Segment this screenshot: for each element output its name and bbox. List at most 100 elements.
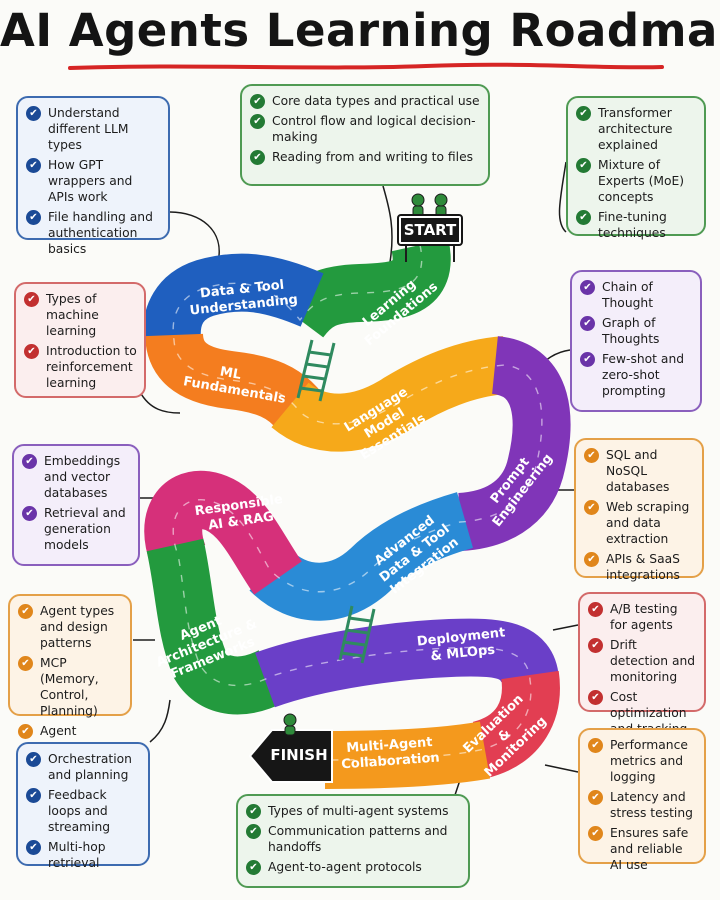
checklist-item: ✔ Types of multi-agent systems bbox=[246, 803, 461, 819]
check-icon: ✔ bbox=[246, 860, 261, 875]
check-icon: ✔ bbox=[26, 840, 41, 855]
checklist-item-text: A/B testing for agents bbox=[610, 602, 678, 632]
check-icon: ✔ bbox=[576, 106, 591, 121]
check-icon: ✔ bbox=[18, 656, 33, 671]
person-icon bbox=[283, 713, 297, 736]
road-segment-multi-agent bbox=[324, 721, 491, 789]
finish-label: FINISH bbox=[270, 746, 328, 764]
checklist-item: ✔ Retrieval and generation models bbox=[22, 505, 131, 553]
start-sign: START bbox=[397, 214, 463, 246]
check-icon: ✔ bbox=[588, 602, 603, 617]
checklist-item-text: Orchestration and planning bbox=[48, 752, 132, 782]
box-agent-types: ✔ Agent types and design patterns ✔ MCP (Me… bbox=[8, 594, 132, 770]
road-segment-data-tool bbox=[142, 253, 324, 343]
check-icon: ✔ bbox=[584, 448, 599, 463]
check-icon: ✔ bbox=[18, 604, 33, 619]
start-sign-posts bbox=[405, 244, 455, 262]
box-mlops: ✔ A/B testing for agents ✔ Drift detection … bbox=[578, 592, 706, 736]
checklist-item-text: Control flow and logical decision-making bbox=[272, 114, 476, 144]
checklist-item: ✔Communication patterns and handoffs bbox=[246, 823, 461, 855]
box-foundations: ✔Core data types and practical use✔Contr… bbox=[240, 84, 490, 186]
checklist-item-text: Communication patterns and handoffs bbox=[268, 824, 448, 854]
box-performance: ✔Performance metrics and logging✔Latency… bbox=[578, 728, 706, 872]
checklist-item: ✔ Few-shot and zero-shot prompting bbox=[580, 351, 693, 399]
box-reasoning: ✔ Chain of Thought ✔ Graph of Thoughts ✔ Few-… bbox=[570, 270, 702, 412]
check-icon: ✔ bbox=[24, 344, 39, 359]
box-data-sources: ✔ SQL and NoSQL databases ✔ Web scraping an… bbox=[574, 438, 704, 582]
check-icon: ✔ bbox=[250, 150, 265, 165]
checklist-item: ✔Types of machine learning bbox=[24, 291, 137, 339]
road-segment-deployment bbox=[255, 618, 559, 708]
checklist-item: ✔Embeddings and vector databases bbox=[22, 453, 131, 501]
title-underline bbox=[68, 62, 664, 70]
check-icon: ✔ bbox=[588, 690, 603, 705]
check-icon: ✔ bbox=[588, 638, 603, 653]
checklist-item-text: SQL and NoSQL databases bbox=[606, 448, 670, 494]
ladder-icon bbox=[338, 605, 376, 664]
checklist-item-text: Ensures safe and reliable AI use bbox=[610, 826, 689, 872]
checklist-item-text: Types of multi-agent systems bbox=[268, 804, 449, 818]
check-icon: ✔ bbox=[18, 724, 33, 739]
checklist-item-text: How GPT wrappers and APIs work bbox=[48, 158, 133, 204]
checklist-item-text: Feedback loops and streaming bbox=[48, 788, 111, 834]
box-embeddings: ✔Embeddings and vector databases✔Retriev… bbox=[12, 444, 140, 566]
checklist-item-text: MCP (Memory, Control, Planning) bbox=[40, 656, 99, 718]
check-icon: ✔ bbox=[22, 506, 37, 521]
check-icon: ✔ bbox=[580, 316, 595, 331]
finish-arrow bbox=[248, 729, 333, 783]
check-icon: ✔ bbox=[26, 158, 41, 173]
checklist-item-text: Agent types and design patterns bbox=[40, 604, 115, 650]
check-icon: ✔ bbox=[246, 804, 261, 819]
checklist-item: ✔ How GPT wrappers and APIs work bbox=[26, 157, 161, 205]
check-icon: ✔ bbox=[250, 94, 265, 109]
checklist-item: ✔ Agent-to-agent protocols bbox=[246, 859, 461, 875]
checklist-item-text: Introduction to reinforcement learning bbox=[46, 344, 137, 390]
checklist-item-text: Fine-tuning techniques bbox=[598, 210, 667, 240]
checklist-item: ✔Multi-hop retrieval bbox=[26, 839, 141, 871]
check-icon: ✔ bbox=[576, 210, 591, 225]
box-transformer: ✔ Transformer architecture explained ✔ Mixt… bbox=[566, 96, 706, 240]
check-icon: ✔ bbox=[26, 106, 41, 121]
checklist-item-text: File handling and authentication basics bbox=[48, 210, 153, 256]
checklist-item: ✔ Drift detection and monitoring bbox=[588, 637, 697, 685]
checklist-item-text: Chain of Thought bbox=[602, 280, 654, 310]
check-icon: ✔ bbox=[588, 826, 603, 841]
checklist-item-text: Reading from and writing to files bbox=[272, 150, 474, 164]
check-icon: ✔ bbox=[576, 158, 591, 173]
checklist-item-text: Few-shot and zero-shot prompting bbox=[602, 352, 685, 398]
check-icon: ✔ bbox=[24, 292, 39, 307]
checklist-item: ✔ Control flow and logical decision-makin… bbox=[250, 113, 481, 145]
check-icon: ✔ bbox=[584, 500, 599, 515]
people-icon bbox=[411, 193, 448, 219]
box-orchestration: ✔ Orchestration and planning ✔ Feedback loo… bbox=[16, 742, 150, 870]
checklist-item-text: Graph of Thoughts bbox=[602, 316, 660, 346]
checklist-item-text: Web scraping and data extraction bbox=[606, 500, 690, 546]
checklist-item-text: Drift detection and monitoring bbox=[610, 638, 696, 684]
check-icon: ✔ bbox=[22, 454, 37, 469]
road-segment-responsible-ai bbox=[144, 470, 303, 595]
checklist-item-text: Agent-to-agent protocols bbox=[268, 860, 422, 874]
box-llm-types: ✔Understand different LLM types✔How GPT … bbox=[16, 96, 170, 256]
checklist-item: ✔File handling and authentication basics bbox=[26, 209, 161, 257]
checklist-item-text: Mixture of Experts (MoE) concepts bbox=[598, 158, 685, 204]
checklist-item: ✔APIs & SaaS integrations bbox=[584, 551, 695, 583]
check-icon: ✔ bbox=[588, 790, 603, 805]
checklist-item: ✔ Introduction to reinforcement learning bbox=[24, 343, 137, 391]
checklist-item: ✔Latency and stress testing bbox=[588, 789, 697, 821]
checklist-item: ✔ Orchestration and planning bbox=[26, 751, 141, 783]
checklist-item: ✔ A/B testing for agents bbox=[588, 601, 697, 633]
check-icon: ✔ bbox=[26, 752, 41, 767]
checklist-item: ✔ MCP (Memory, Control, Planning) bbox=[18, 655, 123, 719]
check-icon: ✔ bbox=[250, 114, 265, 129]
checklist-item: ✔ Chain of Thought bbox=[580, 279, 693, 311]
checklist-item-text: Retrieval and generation models bbox=[44, 506, 126, 552]
check-icon: ✔ bbox=[580, 352, 595, 367]
checklist-item: ✔ Reading from and writing to files bbox=[250, 149, 481, 165]
checklist-item-text: Transformer architecture explained bbox=[598, 106, 673, 152]
check-icon: ✔ bbox=[580, 280, 595, 295]
checklist-item-text: APIs & SaaS integrations bbox=[606, 552, 680, 582]
checklist-item: ✔Performance metrics and logging bbox=[588, 737, 697, 785]
checklist-item: ✔ Web scraping and data extraction bbox=[584, 499, 695, 547]
checklist-item-text: Performance metrics and logging bbox=[610, 738, 688, 784]
